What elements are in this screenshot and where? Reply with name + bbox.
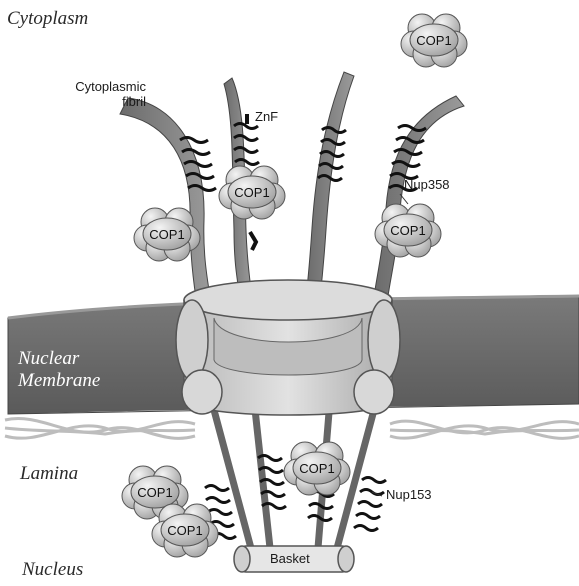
cop1-label: COP1 xyxy=(416,33,451,48)
cytoplasmic-fibril-label-line2: fibril xyxy=(58,95,146,110)
fibril-coils xyxy=(180,124,426,191)
cop1-complex-left-fibril: COP1 xyxy=(134,208,200,261)
lamina-fibers xyxy=(5,419,579,439)
basket-label: Basket xyxy=(270,552,310,567)
cop1-label: COP1 xyxy=(167,523,202,538)
nuclear-membrane-label-line1: Nuclear xyxy=(18,348,100,370)
nuclear-membrane-label-line2: Membrane xyxy=(18,370,100,392)
cop1-label: COP1 xyxy=(390,223,425,238)
nucleus-label: Nucleus xyxy=(22,560,83,579)
cop1-label: COP1 xyxy=(149,227,184,242)
nup153-label: Nup153 xyxy=(386,488,432,503)
cop1-complex-nucleus-lower: COP1 xyxy=(152,504,218,557)
cop1-label: COP1 xyxy=(299,461,334,476)
cop1-label: COP1 xyxy=(137,485,172,500)
nup358-label: Nup358 xyxy=(404,178,450,193)
nuclear-pore-complex xyxy=(176,280,400,415)
cytoplasm-label: Cytoplasm xyxy=(7,9,88,28)
cop1-label: COP1 xyxy=(234,185,269,200)
cytoplasmic-fibril-label: Cytoplasmic fibril xyxy=(58,80,146,110)
cop1-complex-basket-center: COP1 xyxy=(284,442,350,495)
cop1-complex-top-right: COP1 xyxy=(401,14,467,67)
lamina-label: Lamina xyxy=(20,464,78,483)
nuclear-membrane-label: Nuclear Membrane xyxy=(18,348,100,392)
znf-label: ZnF xyxy=(255,110,278,125)
cytoplasmic-fibril-label-line1: Cytoplasmic xyxy=(58,80,146,95)
cop1-complex-znf: COP1 xyxy=(219,166,285,219)
